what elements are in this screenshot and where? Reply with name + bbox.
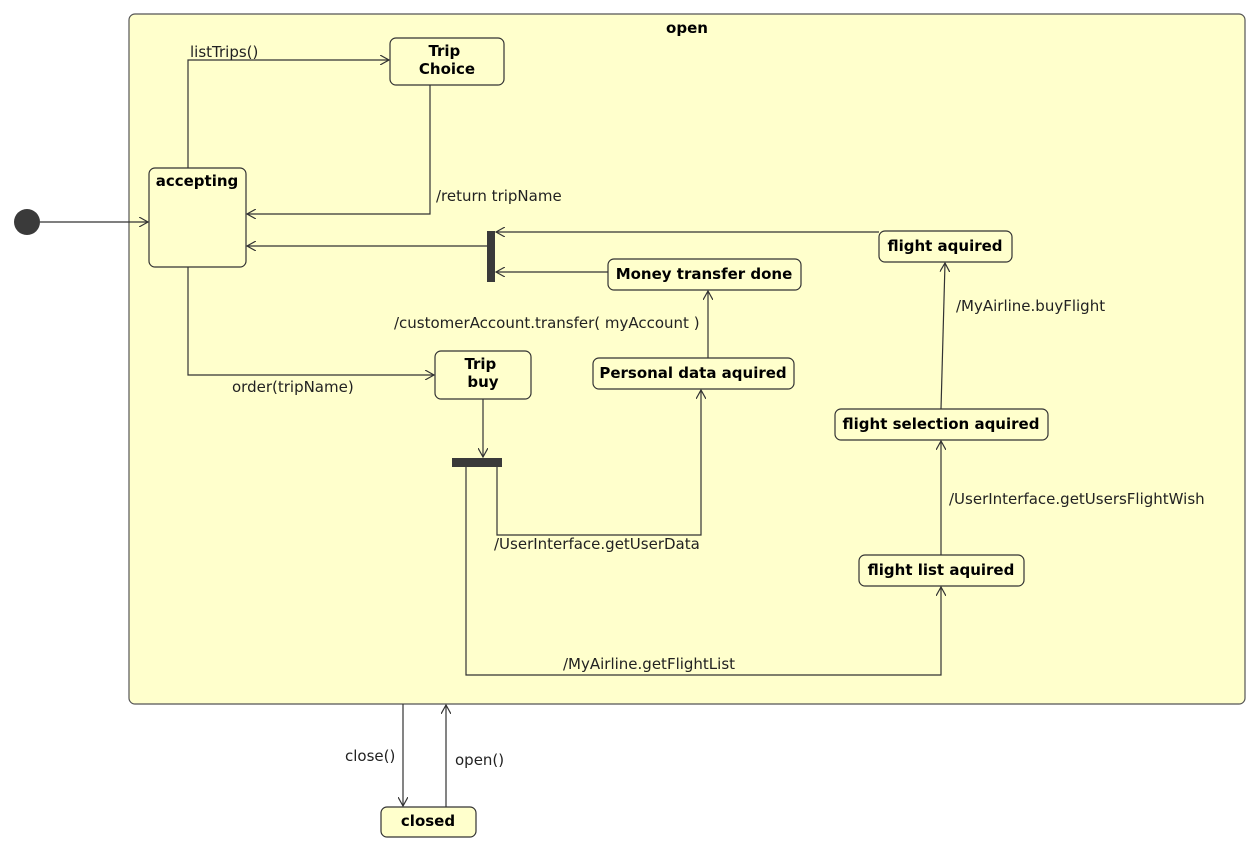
composite-state-label: open [666,19,708,37]
label-get-users-flight-wish: /UserInterface.getUsersFlightWish [949,490,1205,508]
label-buy-flight: /MyAirline.buyFlight [956,297,1105,315]
join-bar [487,231,495,282]
state-personal-data-aquired-label: Personal data aquired [599,364,786,382]
state-accepting[interactable]: accepting [148,167,247,268]
state-money-transfer-done[interactable]: Money transfer done [607,258,802,291]
state-closed-label: closed [401,812,455,830]
state-trip-buy-label-line2: buy [467,373,498,391]
label-close: close() [345,747,395,765]
transition-order-trip-name[interactable] [187,267,434,375]
state-flight-list-aquired-label: flight list aquired [868,561,1015,579]
state-accepting-label: accepting [156,172,239,190]
state-flight-selection-aquired-label: flight selection aquired [843,415,1040,433]
label-customer-account-transfer: /customerAccount.transfer( myAccount ) [394,314,700,332]
transition-buy-flight[interactable] [941,263,945,410]
state-trip-choice-label-line2: Choice [419,60,475,78]
label-list-trips: listTrips() [190,43,258,61]
state-personal-data-aquired[interactable]: Personal data aquired [592,357,795,390]
state-trip-choice-label-line1: Trip [428,42,460,60]
state-trip-buy[interactable]: Trip buy [434,350,532,400]
label-open: open() [455,751,504,769]
fork-bar [452,458,502,467]
svg-text:Trip buy: Trip buy [464,355,501,391]
label-get-user-data: /UserInterface.getUserData [494,535,700,553]
transition-return-trip-name[interactable] [247,85,431,214]
state-money-transfer-done-label: Money transfer done [616,265,793,283]
label-order-trip-name: order(tripName) [232,378,354,396]
svg-text:Trip Choice: Trip Choice [419,42,475,78]
state-closed[interactable]: closed [380,806,477,838]
transition-get-user-data[interactable] [496,390,701,536]
label-return-trip-name: /return tripName [436,187,562,205]
label-get-flight-list: /MyAirline.getFlightList [563,655,735,673]
transition-get-flight-list[interactable] [465,467,941,676]
initial-pseudostate [14,209,40,235]
state-trip-buy-label-line1: Trip [464,355,496,373]
state-flight-selection-aquired[interactable]: flight selection aquired [834,408,1049,441]
state-flight-list-aquired[interactable]: flight list aquired [858,554,1025,587]
state-flight-aquired-label: flight aquired [887,237,1002,255]
state-flight-aquired[interactable]: flight aquired [878,230,1013,263]
state-trip-choice[interactable]: Trip Choice [389,37,505,86]
transition-list-trips[interactable] [187,60,389,168]
